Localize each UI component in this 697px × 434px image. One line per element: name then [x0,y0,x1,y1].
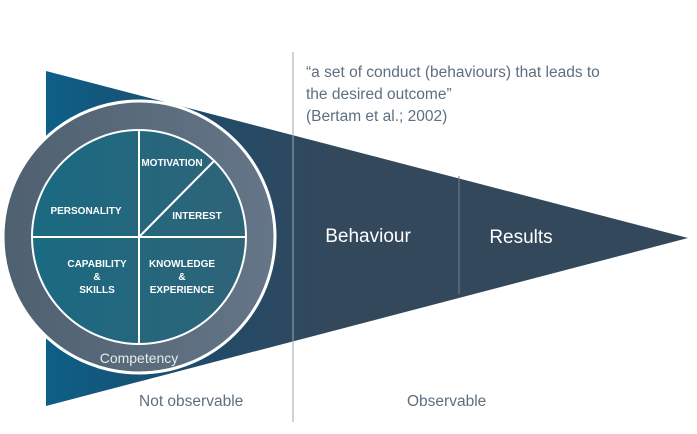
quote-line-2: the desired outcome” [306,86,452,103]
segment-label-interest: INTEREST [172,211,221,222]
segment-divider-diagonal [138,160,215,238]
segment-label-motivation: MOTIVATION [141,158,202,169]
segment-label-personality: PERSONALITY [50,206,121,217]
behaviour-label: Behaviour [325,226,411,247]
observable-label: Observable [407,393,487,410]
segment-label-knowledge-line2: & [178,272,185,283]
segment-label-capability-line3: SKILLS [79,285,115,296]
not-observable-label: Not observable [139,393,244,410]
definition-quote: “a set of conduct (behaviours) that lead… [306,62,666,128]
segment-label-knowledge-line3: EXPERIENCE [150,285,215,296]
segment-label-knowledge-line1: KNOWLEDGE [149,259,215,270]
competency-label: Competency [100,350,179,366]
results-label: Results [489,227,552,248]
segment-label-capability-line2: & [93,272,100,283]
quote-citation: (Bertam et al.; 2002) [306,108,448,125]
segment-label-capability-line1: CAPABILITY [67,259,127,270]
quote-line-1: “a set of conduct (behaviours) that lead… [306,64,600,81]
